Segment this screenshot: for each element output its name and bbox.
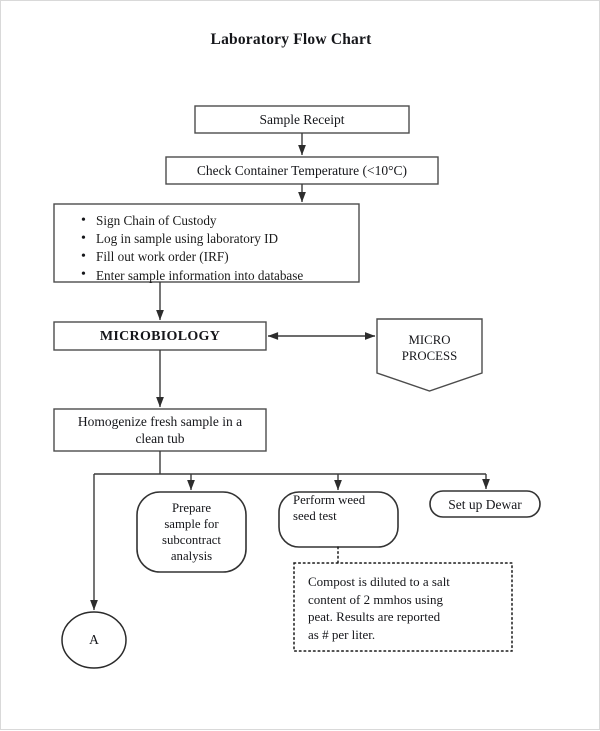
compost-note-line-3: peat. Results are reported [308, 609, 441, 624]
node-set-up-dewar [429, 490, 541, 518]
label-intake-tasks: Sign Chain of Custody Log in sample usin… [54, 204, 359, 285]
compost-note-line-1: Compost is diluted to a salt [308, 574, 450, 589]
node-connector-a [61, 611, 127, 669]
node-perform-weed-seed-test [278, 491, 399, 548]
node-micro-process [376, 318, 483, 392]
node-microbiology [53, 321, 267, 351]
list-item: Fill out work order (IRF) [81, 248, 349, 266]
list-item: Log in sample using laboratory ID [81, 230, 349, 248]
label-connector-a: A [89, 632, 99, 647]
node-sample-receipt [194, 105, 410, 134]
list-item: Sign Chain of Custody [81, 211, 349, 230]
intake-tasks-list: Sign Chain of Custody Log in sample usin… [80, 211, 349, 285]
list-item: Enter sample information into database [81, 266, 349, 285]
node-check-container-temperature [165, 156, 439, 185]
compost-note-line-2: content of 2 mmhos using [308, 591, 444, 607]
label-compost-note: Compost is diluted to a salt content of … [294, 563, 512, 651]
node-homogenize-sample [53, 408, 267, 452]
page-title: Laboratory Flow Chart [210, 31, 372, 48]
node-compost-note [293, 562, 513, 652]
node-prepare-subcontract-sample [136, 491, 247, 573]
compost-note-line-4: as # per liter. [308, 626, 376, 642]
